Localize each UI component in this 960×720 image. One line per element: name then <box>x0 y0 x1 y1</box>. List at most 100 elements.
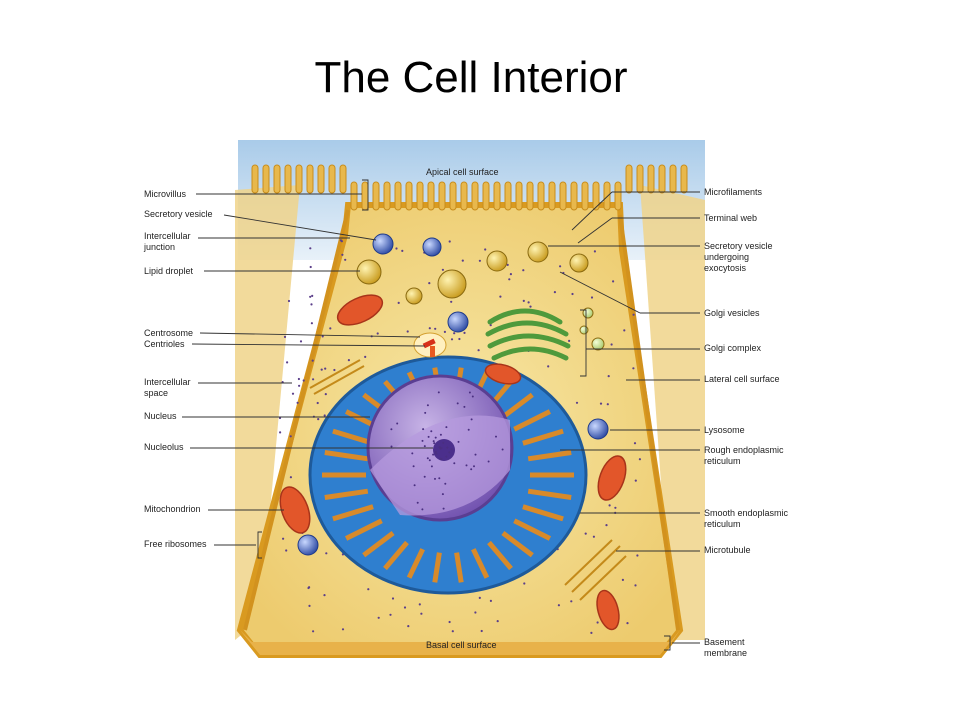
er-cisterna <box>454 552 464 583</box>
label-mitochondrion: Mitochondrion <box>144 504 201 514</box>
ribosome-dot <box>478 596 481 600</box>
ribosome-dot <box>506 263 509 266</box>
ribosome-dot <box>420 612 423 615</box>
chromatin-dot <box>390 445 393 448</box>
microvillus-finger <box>515 181 523 211</box>
ribosome-dot <box>632 367 635 370</box>
mitochondria <box>279 294 627 631</box>
ribosome-dot <box>323 414 326 417</box>
chromatin-dot <box>437 391 440 394</box>
er-cisterna <box>383 540 409 571</box>
microvilli <box>251 164 688 211</box>
ribosome-dot <box>458 337 461 341</box>
microvillus-finger <box>273 164 281 194</box>
ribosome-dot <box>605 524 608 527</box>
ribosome-dot <box>283 335 287 338</box>
ribosome-dot <box>489 324 492 327</box>
er-cisterna <box>501 531 534 558</box>
er-cisterna <box>471 548 490 579</box>
ribosome-dot <box>307 586 310 590</box>
microvillus-finger <box>680 164 688 194</box>
microvillus-finger <box>460 181 468 211</box>
ribosome-dot <box>523 582 526 585</box>
apical-surface-label: Apical cell surface <box>426 167 499 177</box>
label-smooth-er-2: reticulum <box>704 519 741 529</box>
mitochondrion-5 <box>596 589 620 631</box>
label-microtubule: Microtubule <box>704 545 751 555</box>
microvillus-finger <box>614 181 622 211</box>
microvillus-finger <box>548 181 556 211</box>
lysosome-small-1 <box>422 237 442 257</box>
ribosome-dot <box>559 265 562 268</box>
microvillus-finger <box>537 181 545 211</box>
ribosome-dot <box>522 299 525 302</box>
ribosome-dot <box>496 620 499 623</box>
ribosome-dot <box>547 365 550 368</box>
chromatin-dot <box>442 507 445 510</box>
chromatin-dot <box>470 418 473 421</box>
ribosome-dot <box>451 630 454 633</box>
ribosome-dot <box>626 622 629 625</box>
label-centrosome: Centrosome <box>144 328 193 338</box>
ribosome-dot <box>285 549 288 552</box>
microvillus-finger <box>658 164 666 194</box>
ribosome-dot <box>309 295 312 298</box>
microvillus-finger <box>669 164 677 194</box>
microvillus-finger <box>493 181 501 211</box>
chromatin-dot <box>390 428 393 431</box>
ribosome-dot <box>489 599 492 603</box>
ribosome-dot <box>596 621 599 624</box>
ribosome-dot <box>606 403 609 406</box>
ribosome-dot <box>450 300 453 303</box>
chromatin-dot <box>456 402 459 405</box>
ribosome-dot <box>403 606 407 609</box>
chromatin-dot <box>423 475 426 478</box>
label-microvillus: Microvillus <box>144 189 187 199</box>
microvillus-finger <box>592 181 600 211</box>
ribosome-dot <box>278 416 282 420</box>
ribosome-dot <box>325 552 328 555</box>
ribosome-dot <box>286 361 289 364</box>
label-golgi-vesicles: Golgi vesicles <box>704 308 760 318</box>
ribosome-dot <box>477 349 480 352</box>
right-labels: Microfilaments Terminal web Secretory ve… <box>548 187 789 658</box>
chromatin-dot <box>424 411 427 414</box>
ribosome-dot <box>287 299 291 303</box>
ribosome-dot <box>478 259 481 262</box>
chromatin-dot <box>463 405 466 408</box>
centrosome-shape <box>413 332 447 358</box>
golgi-vesicle-3 <box>569 253 589 273</box>
label-nucleus: Nucleus <box>144 411 177 421</box>
er-cisterna <box>344 518 383 541</box>
ribosome-dot <box>316 401 319 405</box>
ribosome-dot <box>282 537 285 540</box>
chromatin-dot <box>470 468 473 471</box>
lateral-membrane-left <box>243 209 350 631</box>
lateral-membrane-right <box>618 214 680 631</box>
ribosome-dot <box>321 335 324 338</box>
chromatin-dot <box>430 465 433 468</box>
label-basement-membrane-2: membrane <box>704 648 747 658</box>
label-secretory-vesicle: Secretory vesicle <box>144 209 213 219</box>
microvillus-finger <box>625 164 633 194</box>
label-lateral-surface: Lateral cell surface <box>704 374 780 384</box>
ribosome-dot <box>434 327 437 330</box>
ribosome-dot <box>309 265 312 269</box>
chromatin-dot <box>416 501 419 504</box>
ribosome-dot <box>441 268 444 271</box>
microvillus-finger <box>284 164 292 194</box>
label-rough-er: Rough endoplasmic <box>704 445 784 455</box>
er-cisterna <box>432 552 442 583</box>
ribosome-dot <box>299 340 303 343</box>
ribosome-dot <box>428 282 431 285</box>
vesicles <box>297 233 609 556</box>
chromatin-dot <box>396 422 399 425</box>
ribosome-dot <box>311 359 314 362</box>
chromatin-dot <box>412 465 415 468</box>
ribosome-dot <box>324 367 327 370</box>
chromatin-dot <box>450 448 453 451</box>
microvillus-finger <box>416 181 424 211</box>
golgi-complex-shape <box>485 308 571 361</box>
ribosome-dot <box>623 329 626 332</box>
ribosome-dot <box>428 327 431 330</box>
